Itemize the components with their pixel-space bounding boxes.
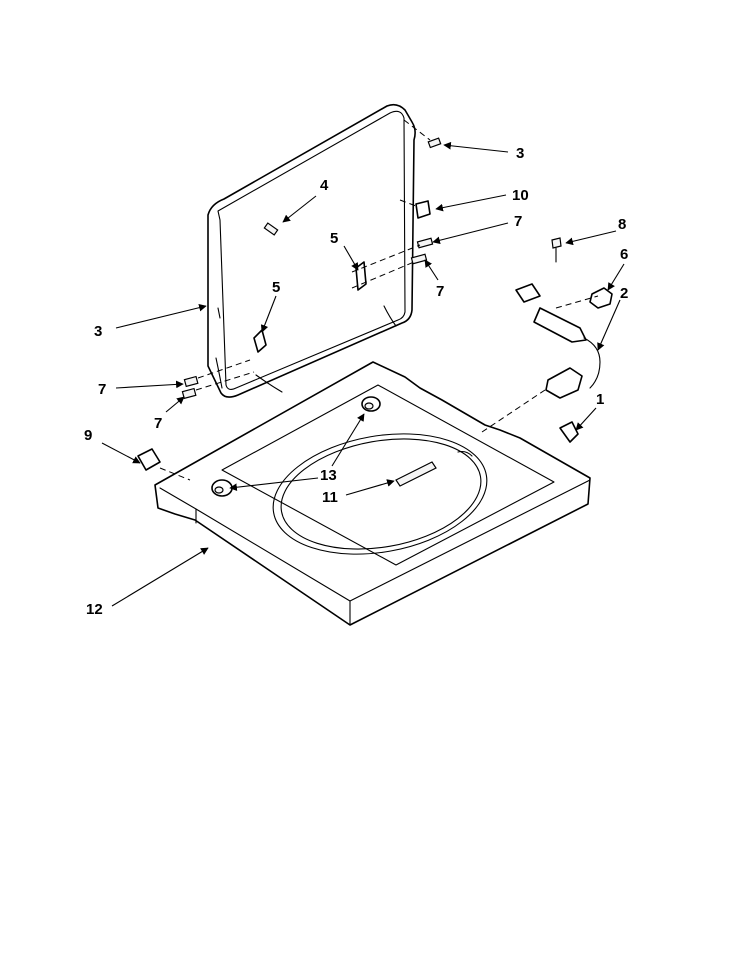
screw-top-left	[263, 222, 279, 236]
screw-7-right-a	[416, 237, 434, 249]
spring-5-left	[253, 329, 267, 353]
callout-labels: 3 4 10 7 8 5 6 7 5 2 3 7 1 7 9 13 11 12	[84, 145, 628, 618]
callout-7-right: 7	[436, 283, 444, 300]
screw-7-right-b	[410, 253, 428, 265]
leader-lines	[101, 141, 625, 607]
screw-7-left-a	[183, 375, 199, 388]
callout-7-left: 7	[98, 381, 106, 398]
screw-8	[551, 237, 562, 263]
callout-2: 2	[620, 285, 628, 302]
callout-1: 1	[596, 391, 604, 408]
callout-8: 8	[618, 216, 626, 233]
screw-11	[395, 461, 437, 487]
callout-4-top: 3	[516, 145, 524, 162]
clip-10	[415, 200, 431, 219]
lid	[207, 103, 416, 398]
screw-top-right	[427, 137, 442, 149]
callout-7-bottom: 7	[154, 415, 162, 432]
callout-7-top: 7	[514, 213, 522, 230]
callout-6: 6	[620, 246, 628, 263]
alignment-lines	[159, 119, 599, 481]
callout-3: 3	[94, 323, 102, 340]
callout-9: 9	[84, 427, 92, 444]
hinge-right	[361, 396, 381, 412]
callout-11: 11	[322, 489, 338, 506]
nut-6	[589, 287, 613, 309]
callout-4-mid: 4	[320, 177, 329, 194]
callout-13: 13	[320, 467, 337, 484]
lid-switch-2	[515, 283, 601, 399]
screw-7-left-b	[181, 387, 197, 400]
callout-12: 12	[86, 601, 103, 618]
top-panel	[154, 361, 591, 626]
hinge-left	[211, 479, 233, 497]
callout-5-mid: 5	[330, 230, 338, 247]
clip-9	[137, 448, 161, 471]
clip-1	[559, 421, 579, 443]
callout-10: 10	[512, 187, 529, 204]
callout-5-left: 5	[272, 279, 280, 296]
